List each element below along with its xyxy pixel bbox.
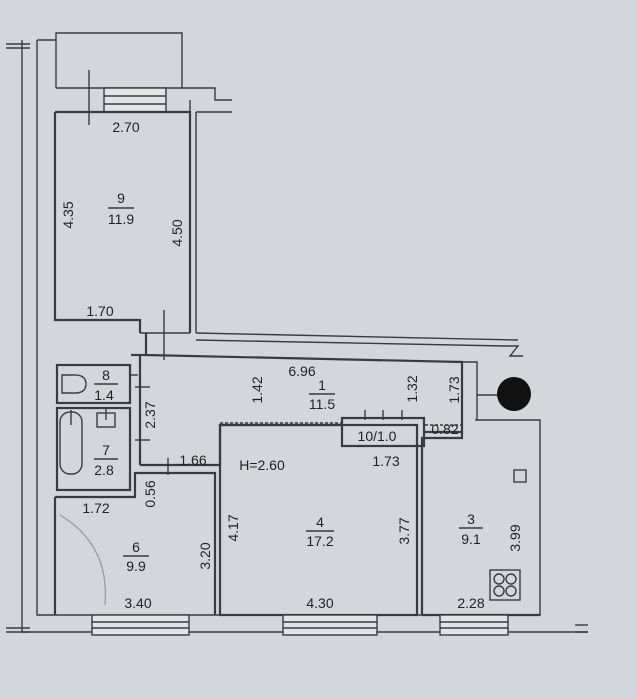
dim-4-35: 4.35 [60,201,76,228]
room-9-number: 9 [117,190,125,206]
ventilation-shaft [462,345,531,420]
dim-0-82: 0.82 [431,421,458,437]
room-9 [53,100,519,360]
dim-1-72: 1.72 [82,500,109,516]
dim-3-99: 3.99 [507,524,523,551]
outer-boundary [6,39,588,633]
dim-2-37: 2.37 [142,401,158,428]
room-3 [420,432,540,636]
stove-icon [489,569,521,601]
kitchen-sink-icon [513,469,527,483]
dim-1-70: 1.70 [86,303,113,319]
ceiling-height: H=2.60 [239,457,285,473]
dim-2-70: 2.70 [112,119,139,135]
dim-4-50: 4.50 [169,219,185,246]
room-4-number: 4 [316,514,324,530]
room-1-area: 11.5 [309,396,335,412]
dim-3-20: 3.20 [197,542,213,569]
room-10-label: 10/1.0 [358,428,397,444]
room-4-area: 17.2 [306,533,333,549]
dim-1-66: 1.66 [179,452,206,468]
dim-0-56: 0.56 [142,480,158,507]
room-7-number: 7 [102,442,110,458]
room-7 [55,406,132,492]
room-8-number: 8 [102,367,110,383]
room-9-area: 11.9 [108,211,134,227]
room-3-area: 9.1 [461,531,481,547]
room-8 [55,363,138,405]
room-7-area: 2.8 [94,462,114,478]
dim-3-40: 3.40 [124,595,151,611]
window-room-4 [282,614,378,636]
dim-4-30: 4.30 [306,595,333,611]
room-3-number: 3 [467,511,475,527]
room-4 [218,423,419,636]
room-1-number: 1 [318,377,326,393]
room-10 [340,410,426,448]
dim-2-28: 2.28 [457,595,484,611]
ventilation-icon [497,377,531,411]
balcony [55,32,232,125]
room-6-area: 9.9 [126,558,146,574]
dim-1-73-v: 1.73 [446,376,462,403]
balcony-door [103,87,167,113]
dim-1-42: 1.42 [249,376,265,403]
window-room-6 [91,614,190,636]
room-6 [53,471,217,636]
dim-1-73-h: 1.73 [372,453,399,469]
dim-1-32: 1.32 [404,375,420,402]
dim-3-77: 3.77 [396,517,412,544]
room-6-number: 6 [132,539,140,555]
dim-4-17: 4.17 [225,514,241,541]
dim-6-96: 6.96 [288,363,315,379]
room-8-area: 1.4 [94,387,114,403]
window-room-3 [439,614,509,636]
toilet-icon [61,374,87,394]
